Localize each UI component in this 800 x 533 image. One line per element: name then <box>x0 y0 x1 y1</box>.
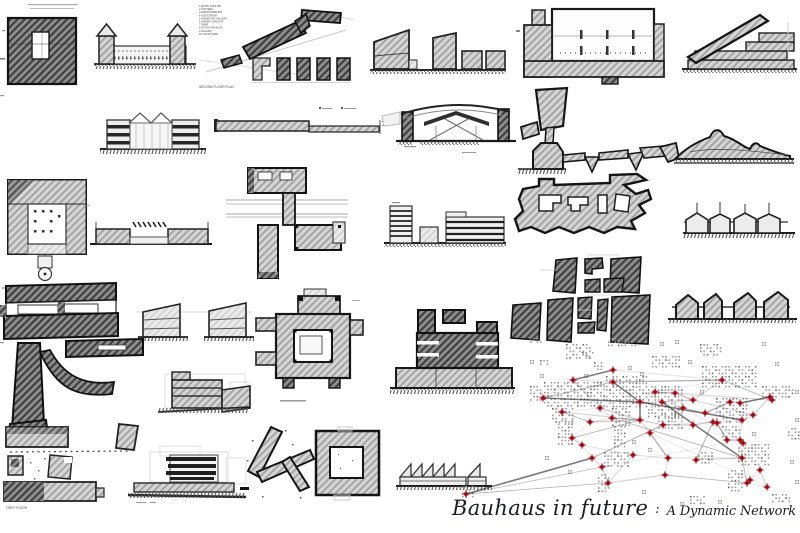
sketch-blob-plan <box>513 172 653 235</box>
sketch-massing-chain <box>518 86 681 174</box>
sketch-terraced-section <box>682 13 797 73</box>
legend-item: 2 CANTEEN <box>199 8 213 11</box>
agent-studio-node <box>569 376 577 384</box>
margin-ticks <box>0 95 89 344</box>
sketch-ring-plan <box>255 288 364 402</box>
sketch-masts-elevation <box>683 202 795 238</box>
sketch-sawtooth-elevation <box>396 462 492 490</box>
caption-separator: : <box>655 502 660 517</box>
sketch-shed-row-elevation <box>668 290 797 323</box>
agent-studio-node <box>568 434 576 442</box>
caption-title: Bauhaus in future <box>452 496 649 520</box>
agent-studio-node <box>763 483 771 491</box>
agent-studio-node <box>651 388 659 396</box>
sketch-shed-sections <box>136 302 254 341</box>
sketch-tent-elevation <box>674 129 794 164</box>
agent-studio-node <box>604 479 612 487</box>
agent-studio-node <box>689 421 697 429</box>
legend-item: 4 AUDITORIUM <box>199 14 217 17</box>
sketch-bar-plan-windows <box>0 281 119 341</box>
network-edges <box>465 369 773 495</box>
sketch-courtyard-plan-furniture <box>2 179 88 295</box>
network-dot-map <box>456 338 800 506</box>
sketch-crossing-bars-plan <box>240 425 316 499</box>
sketch-pinwheel-plan <box>226 167 348 279</box>
sketch-layered-elevation <box>127 445 247 503</box>
sketch-first-floor-plan: FIRST FLOOR <box>3 423 140 510</box>
agent-studio-node <box>609 378 617 386</box>
agent-studio-node <box>586 418 594 426</box>
agent-studio-node <box>596 404 604 412</box>
sketch-low-section-skylights <box>90 221 212 245</box>
caption-subtitle: A Dynamic Network of Agent Studios <box>666 504 800 519</box>
agent-studio-node <box>746 476 754 484</box>
sketch-hall-section <box>516 7 665 85</box>
agent-studio-node <box>658 398 666 406</box>
agent-network-diagram <box>456 338 800 506</box>
caption-second-floor-plan: SECOND FLOOR PLAN <box>199 85 234 89</box>
agent-studio-node <box>692 456 700 464</box>
agent-studio-node <box>629 451 637 459</box>
sketch-elevation-sheds <box>370 28 506 74</box>
agent-studio-node <box>462 490 470 498</box>
sketch-truss-elevation <box>100 112 206 154</box>
agent-studio-node <box>689 396 697 404</box>
legend-item: 1 ENTRY PAVILION <box>199 5 222 8</box>
agent-studio-node <box>608 414 616 422</box>
sketch-arch-section <box>381 103 516 153</box>
agent-studio-node <box>738 454 746 462</box>
agent-studio-node <box>636 416 644 424</box>
agent-studio-node <box>756 466 764 474</box>
agent-studio-node <box>588 454 596 462</box>
agent-studio-node <box>738 416 746 424</box>
sheet-caption: Bauhaus in future : A Dynamic Network of… <box>452 496 800 520</box>
agent-studio-node <box>739 439 747 447</box>
agent-studio-node <box>766 393 774 401</box>
agent-studio-node <box>713 419 721 427</box>
agent-studio-node <box>749 411 757 419</box>
sketch-courtyard-plan-dark <box>0 4 78 86</box>
legend-item: 3 ADMINISTRATION <box>199 11 222 14</box>
agent-studio-node <box>736 399 744 407</box>
legend-item: 8 STUDIO PAVILION <box>199 27 223 30</box>
agent-studio-node <box>701 409 709 417</box>
agent-studio-node <box>636 398 644 406</box>
agent-studio-node <box>679 404 687 412</box>
agent-studio-node <box>539 394 547 402</box>
agent-studio-node <box>718 376 726 384</box>
network-nodes <box>462 366 776 498</box>
sketch-square-ring-plan <box>314 426 381 501</box>
sketch-long-bar-section <box>214 107 387 134</box>
sketch-elevation-towers <box>94 22 196 69</box>
agent-studio-node <box>723 436 731 444</box>
sketch-castle-elevation <box>390 309 515 394</box>
agent-studio-node <box>598 463 606 471</box>
legend-item: 9 GALLERY <box>199 30 213 33</box>
agent-studio-node <box>659 421 667 429</box>
sketch-fragments-plan <box>510 254 651 345</box>
agent-studio-node <box>578 441 586 449</box>
legend-item: 10 COURTYARD <box>199 33 218 36</box>
sketch-perspective-stepped <box>157 371 251 413</box>
agent-studio-node <box>726 398 734 406</box>
agent-studio-node <box>661 471 669 479</box>
agent-studio-node <box>671 389 679 397</box>
legend-item: 6 LIBRARY ARCHIVE <box>199 21 224 24</box>
agent-studio-node <box>664 454 672 462</box>
caption-first-floor: FIRST FLOOR <box>6 506 28 510</box>
agent-studio-node <box>646 429 654 437</box>
legend-item: 5 EXHIBITION GALLERY <box>199 17 228 20</box>
agent-studio-node <box>609 366 617 374</box>
legend-item: 7 SHOP <box>199 24 209 27</box>
sketch-stepped-elevation <box>384 202 506 247</box>
agent-studio-node <box>558 408 566 416</box>
